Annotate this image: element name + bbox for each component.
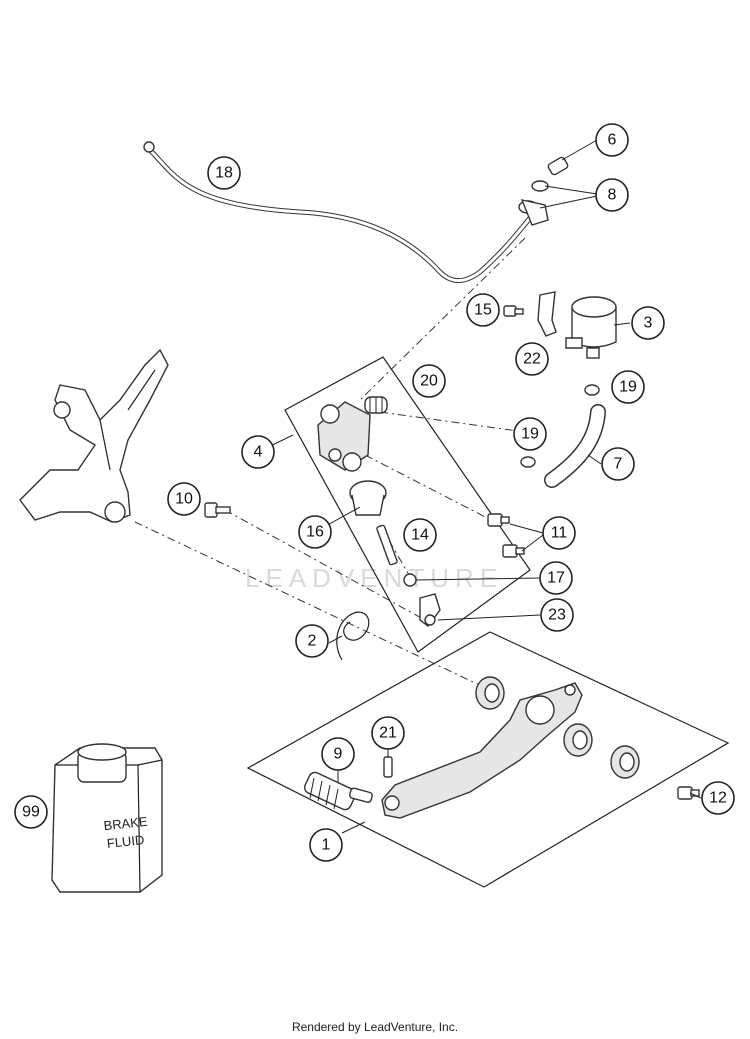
leader-line <box>561 139 598 161</box>
svg-text:19: 19 <box>619 379 637 396</box>
seal-rings <box>518 180 549 226</box>
callout-6[interactable]: 6 <box>595 123 629 157</box>
master-cylinder-group-frame <box>284 356 531 653</box>
leader-line <box>521 534 544 552</box>
callout-17[interactable]: 17 <box>539 561 573 595</box>
reservoir-bracket <box>537 291 557 337</box>
screw <box>677 786 700 800</box>
svg-text:20: 20 <box>420 373 438 390</box>
bearing <box>475 676 505 710</box>
bottle-label-line-2: FLUID <box>106 832 145 851</box>
callout-19-lower[interactable]: 19 <box>513 417 547 451</box>
footer-credit: Rendered by LeadVenture, Inc. <box>291 1020 459 1034</box>
callout-8[interactable]: 8 <box>595 178 629 212</box>
svg-text:12: 12 <box>709 790 727 807</box>
pedal-spring <box>303 771 373 811</box>
svg-text:2: 2 <box>308 633 317 650</box>
brake-master-cylinder <box>317 401 371 472</box>
svg-text:18: 18 <box>215 165 233 182</box>
hose-clamp <box>584 384 600 396</box>
svg-text:23: 23 <box>548 607 566 624</box>
assembly-line <box>379 524 413 581</box>
brake-fluid-bottle: BRAKE FLUID <box>51 743 163 893</box>
leader-line <box>587 454 602 465</box>
brake-hose <box>143 141 538 284</box>
callout-22[interactable]: 22 <box>515 342 549 376</box>
svg-text:7: 7 <box>614 456 623 473</box>
pin <box>383 756 393 778</box>
torsion-spring <box>336 611 370 661</box>
assembly-line <box>379 411 526 433</box>
bottle-label-line-1: BRAKE <box>103 814 149 834</box>
callout-10[interactable]: 10 <box>167 482 201 516</box>
svg-text:15: 15 <box>474 302 492 319</box>
leader-line <box>544 185 598 195</box>
callout-20[interactable]: 20 <box>412 364 446 398</box>
callout-23[interactable]: 23 <box>540 598 574 632</box>
assembly-line <box>134 521 491 691</box>
footrest-bracket <box>19 348 169 523</box>
svg-text:19: 19 <box>521 426 539 443</box>
leader-line <box>613 322 631 326</box>
piston-kit <box>349 480 387 516</box>
svg-text:8: 8 <box>608 187 617 204</box>
callout-11[interactable]: 11 <box>542 516 576 550</box>
brake-pedal <box>381 682 583 819</box>
pedal-group-frame <box>246 631 730 888</box>
callout-1[interactable]: 1 <box>309 828 343 862</box>
svg-text:6: 6 <box>608 132 617 149</box>
assembly-line <box>364 454 496 523</box>
callout-12[interactable]: 12 <box>701 781 735 815</box>
bolt <box>487 513 510 527</box>
callout-7[interactable]: 7 <box>601 447 635 481</box>
callout-99[interactable]: 99 <box>14 795 48 829</box>
svg-text:3: 3 <box>644 315 653 332</box>
bolt <box>204 502 231 518</box>
callout-19[interactable]: 19 <box>611 370 645 404</box>
svg-text:1: 1 <box>322 837 331 854</box>
assembly-line <box>359 237 526 401</box>
assembly-line <box>224 509 426 621</box>
svg-text:21: 21 <box>379 725 397 742</box>
watermark: LEADVENTURE <box>245 563 503 593</box>
svg-text:10: 10 <box>175 491 193 508</box>
callout-4[interactable]: 4 <box>241 435 275 469</box>
screw <box>503 305 524 317</box>
svg-text:22: 22 <box>523 351 541 368</box>
svg-text:16: 16 <box>306 524 324 541</box>
hose-clamp <box>520 456 536 468</box>
callout-18[interactable]: 18 <box>207 156 241 190</box>
bolt <box>502 544 525 558</box>
svg-text:99: 99 <box>22 804 40 821</box>
leader-line <box>509 523 544 534</box>
svg-text:11: 11 <box>551 525 568 542</box>
leader-line <box>437 614 541 621</box>
svg-text:9: 9 <box>334 746 343 763</box>
callout-9[interactable]: 9 <box>321 737 355 771</box>
leader-line <box>689 792 702 799</box>
leader-line <box>341 821 366 834</box>
leader-line <box>539 195 598 209</box>
leader-line <box>415 577 541 581</box>
spring <box>364 396 388 414</box>
banjo-bolt <box>547 156 569 176</box>
callout-16[interactable]: 16 <box>298 515 332 549</box>
callout-15[interactable]: 15 <box>466 293 500 327</box>
clevis <box>419 593 441 627</box>
callout-21[interactable]: 21 <box>371 716 405 750</box>
callout-2[interactable]: 2 <box>295 624 329 658</box>
callout-3[interactable]: 3 <box>631 306 665 340</box>
svg-text:14: 14 <box>411 527 429 544</box>
svg-text:4: 4 <box>254 444 263 461</box>
callout-14[interactable]: 14 <box>403 518 437 552</box>
bearing <box>563 723 593 757</box>
svg-text:17: 17 <box>547 570 565 587</box>
bushing <box>610 745 640 779</box>
push-rod <box>376 524 398 566</box>
brake-fluid-reservoir <box>565 296 617 359</box>
reservoir-hose <box>544 404 606 488</box>
leader-line <box>328 635 343 644</box>
nut <box>403 573 417 587</box>
